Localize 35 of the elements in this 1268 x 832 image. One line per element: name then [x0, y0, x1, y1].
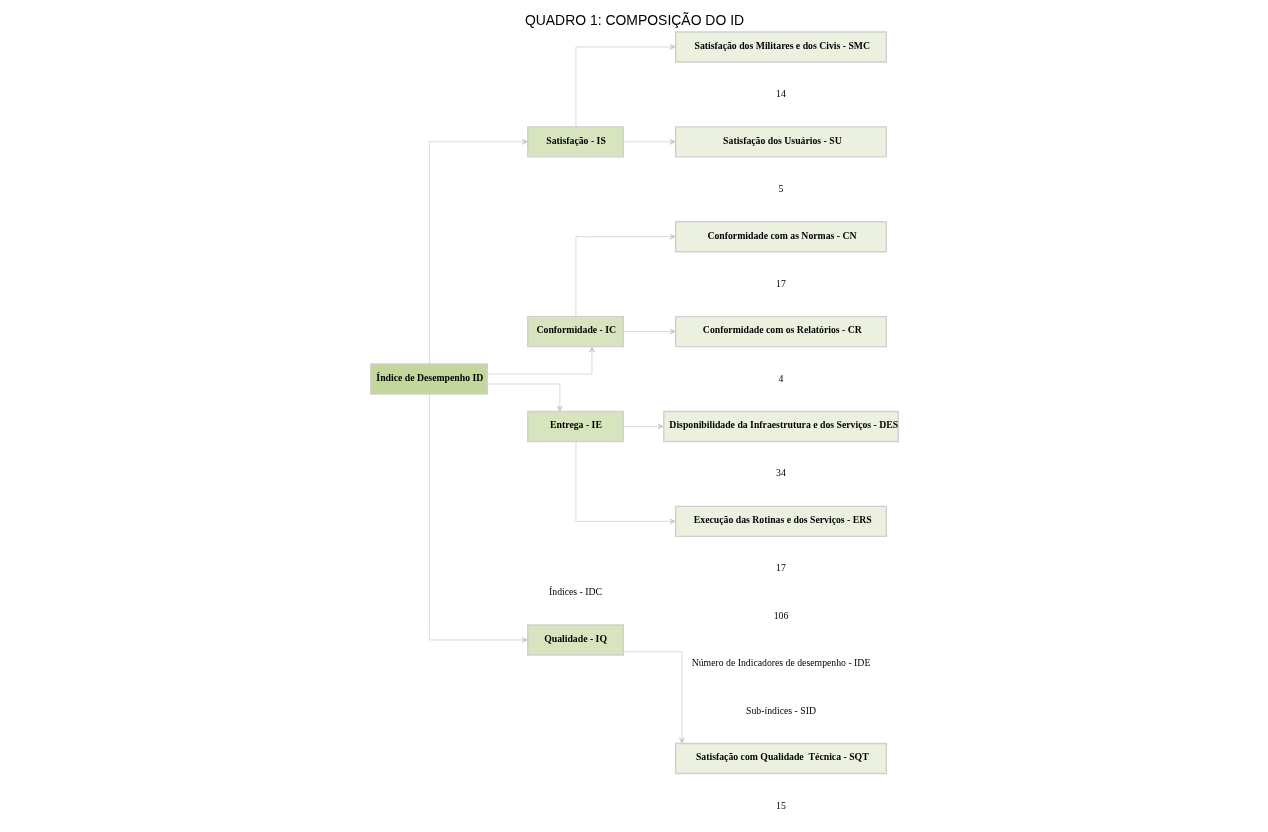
arrow	[575, 233, 676, 317]
diagram-title: QUADRO 1: COMPOSIÇÃO DO ID	[524, 11, 744, 28]
arrow	[575, 441, 676, 525]
node-box: Satisfação com Qualidade Técnica - SQT	[674, 742, 887, 775]
arrow	[428, 138, 528, 365]
label: Sub-índices - SID	[745, 704, 816, 716]
node-label: 4	[778, 372, 783, 384]
node-box: Conformidade com os Relatórios - CR	[674, 315, 887, 348]
node-box: Conformidade com as Normas - CN	[674, 221, 887, 253]
node-label: 14	[775, 87, 786, 99]
arrow	[622, 328, 676, 335]
arrow	[486, 346, 595, 375]
node-label: 34	[775, 467, 786, 479]
node-box: Índice de Desempenho ID	[369, 363, 488, 395]
node-label: 17	[775, 562, 786, 574]
arrow	[622, 423, 664, 430]
node-box: Qualidade - IQ	[526, 624, 624, 656]
arrow	[575, 44, 676, 128]
arrow	[622, 138, 676, 145]
node-box: Entrega - IE	[526, 410, 624, 443]
node-box: Satisfação - IS	[526, 126, 624, 158]
node-box: Conformidade - IC	[526, 315, 624, 348]
arrow	[428, 393, 528, 643]
label: Número de Indicadores de desempenho - IDE	[691, 657, 870, 669]
node-box: Execução das Rotinas e dos Serviços - ERS	[674, 505, 887, 538]
node-box: Satisfação dos Militares e dos Civis - SMC	[674, 31, 887, 63]
node-label: 5	[778, 182, 783, 194]
label: Índices - IDC	[548, 586, 602, 598]
node-label: 15	[775, 799, 786, 811]
arrow	[486, 383, 563, 412]
node-box: Satisfação dos Usuários - SU	[674, 126, 887, 158]
node-label: 17	[775, 277, 786, 289]
node-box: Disponibilidade da Infraestrutura e dos Serviços - DES	[662, 410, 899, 443]
label: 106	[773, 609, 788, 621]
arrow	[622, 651, 685, 744]
